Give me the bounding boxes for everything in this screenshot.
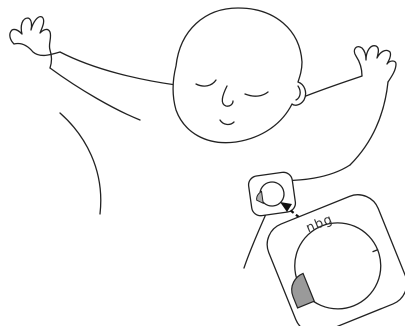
sensor-on-chest (247, 171, 297, 217)
torso-left-line (59, 112, 102, 215)
left-eye-closed (195, 79, 217, 87)
arrow-shaft (289, 209, 311, 227)
ring-tick-right (372, 249, 379, 253)
dashed-arrow-icon (280, 202, 311, 227)
right-hand (353, 45, 397, 83)
head-outline (172, 7, 307, 144)
arrow-head (280, 202, 292, 212)
ear-inner-line (295, 85, 301, 101)
torso-right-line (243, 213, 267, 269)
baby-outline-icon (9, 7, 397, 269)
mouth (219, 119, 235, 126)
right-arm-lower-line (349, 81, 389, 166)
sensor-device-icon: nbg (266, 194, 405, 326)
nose (221, 85, 234, 107)
left-hand (9, 16, 61, 69)
right-eye-closed (244, 91, 269, 97)
left-arm-upper-line (59, 51, 177, 86)
sensor-large-pad (291, 272, 316, 309)
left-arm-lower-line (49, 67, 141, 121)
sensor-small-tab (256, 190, 264, 205)
